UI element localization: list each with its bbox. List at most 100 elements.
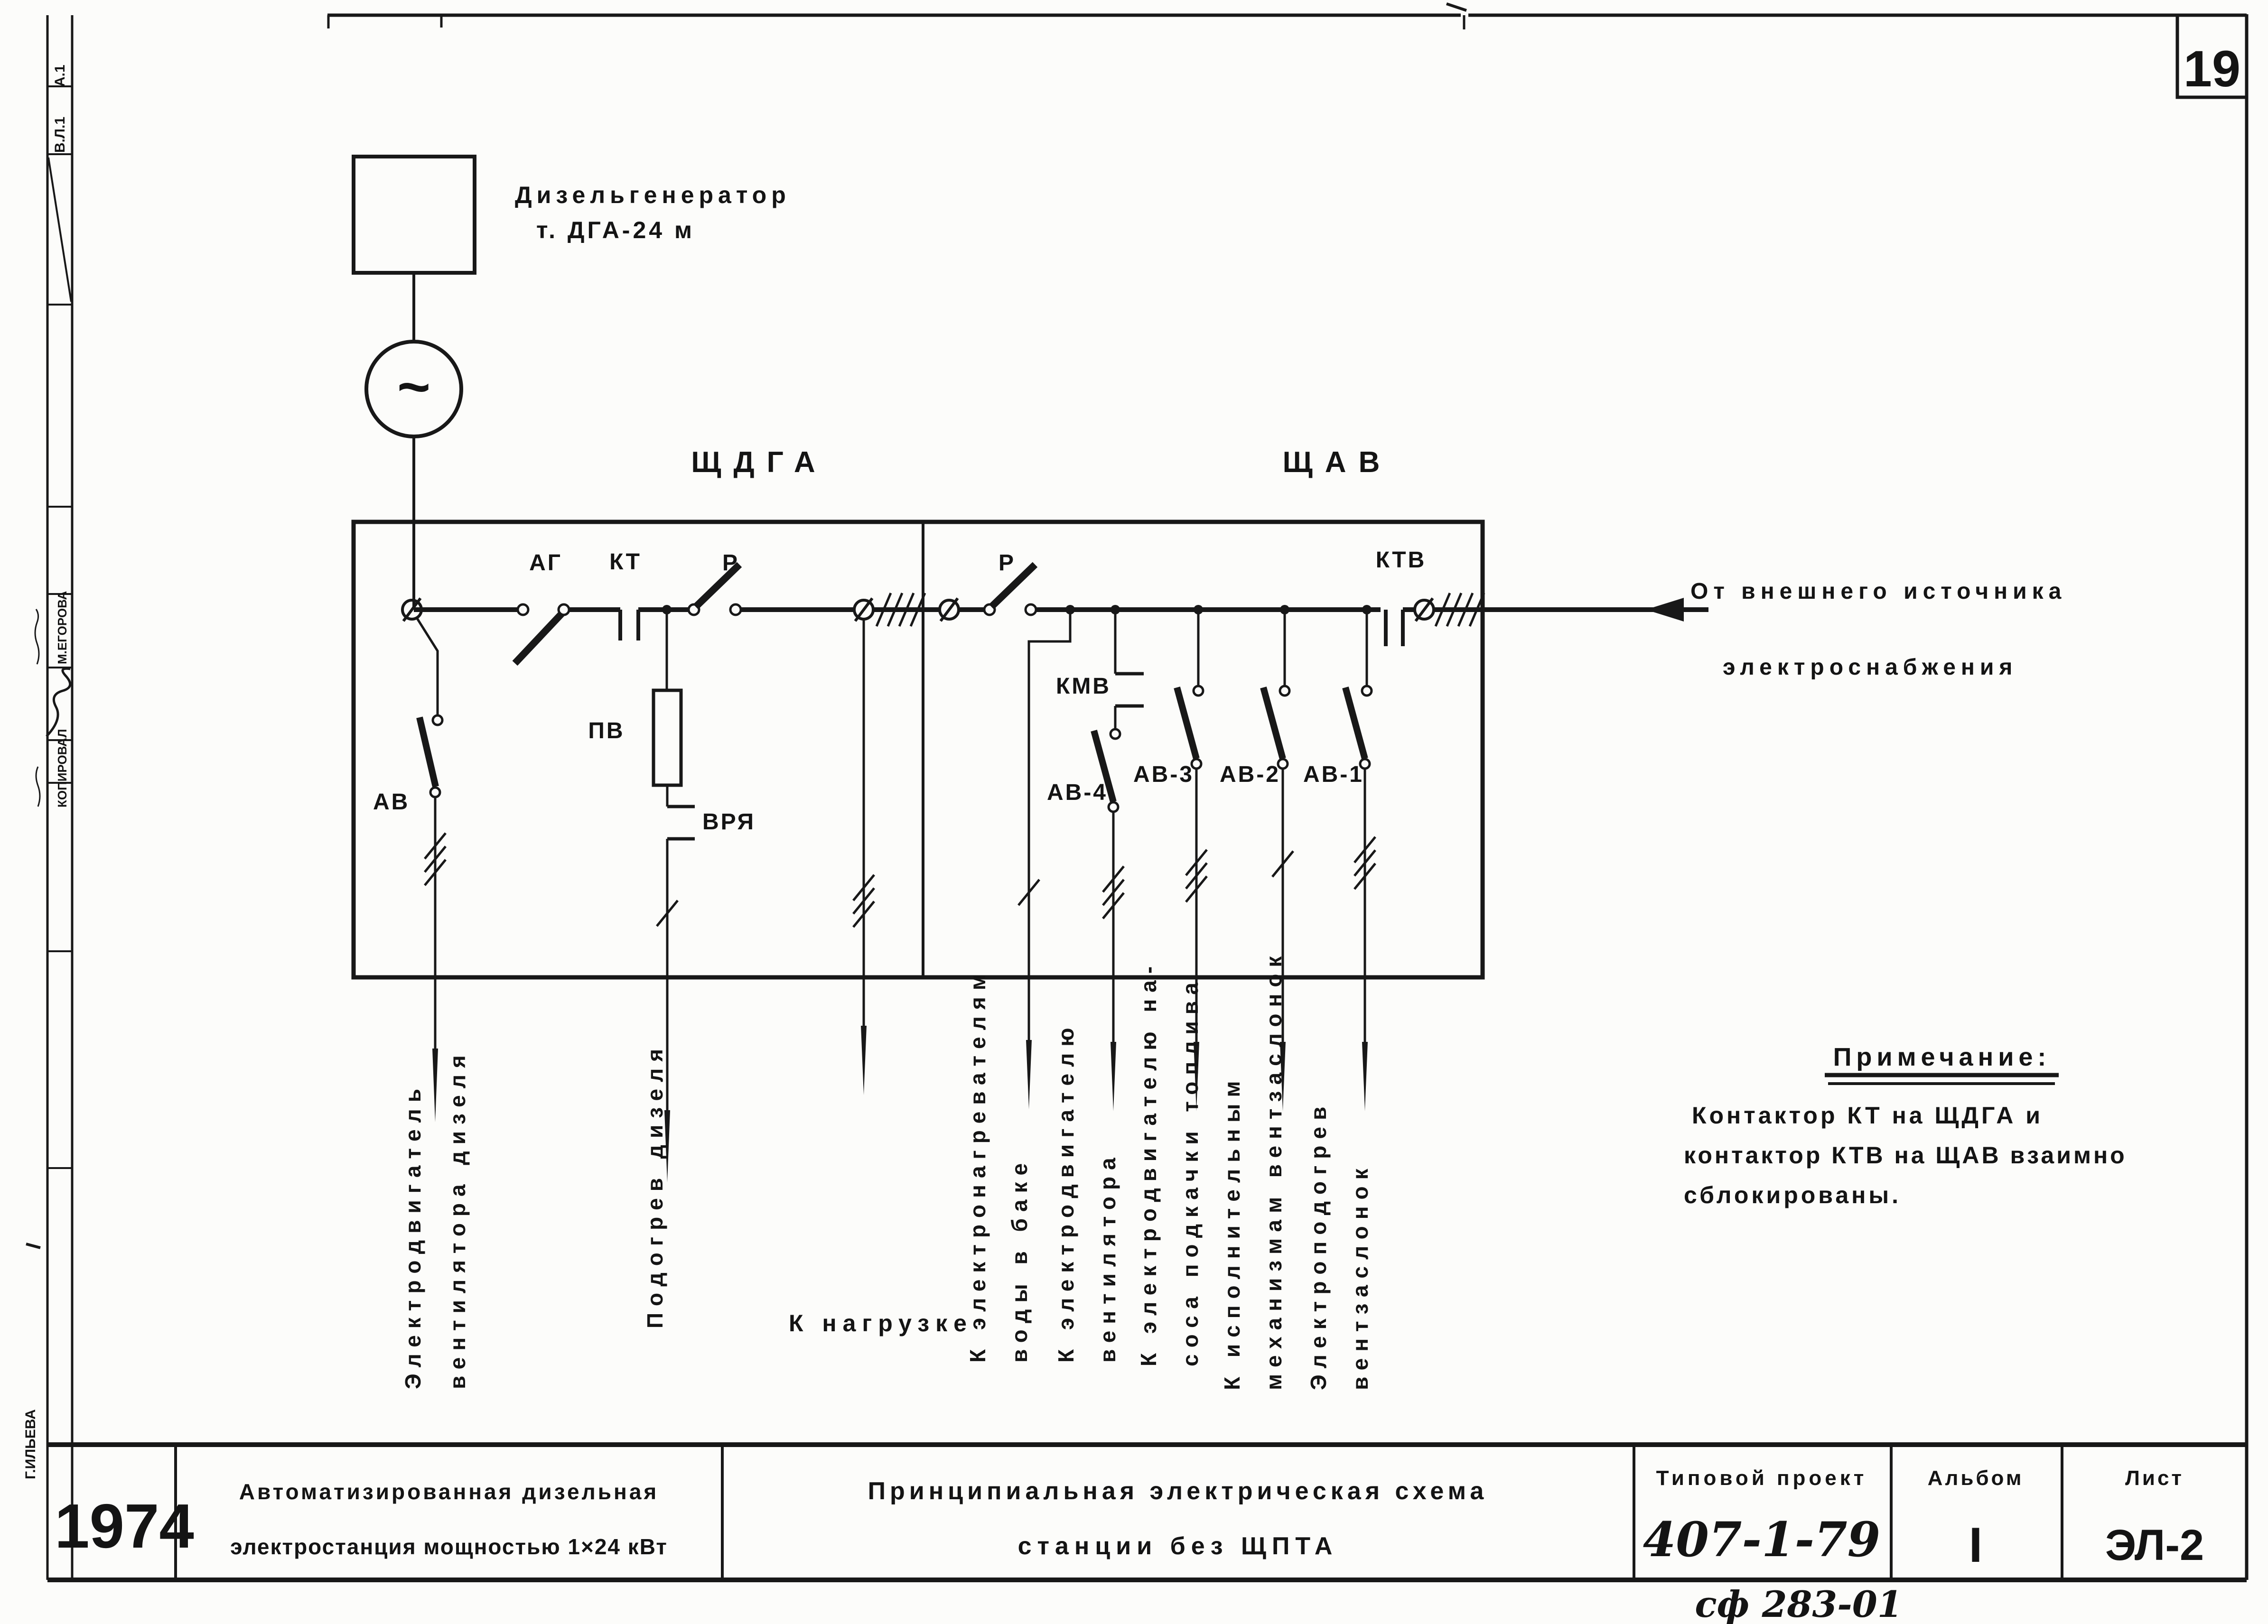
damper-heat-arrow-icon [1362, 1042, 1368, 1111]
output-fan-drive-line1: К электродвигателю [1054, 1021, 1078, 1363]
title-project-label: Типовой проект [1656, 1466, 1867, 1490]
av1-top-contact [1361, 685, 1373, 697]
actuators-slash [1271, 850, 1294, 878]
panel-shdga: АВ АГ КТ ПВ ВРЯ Р [373, 549, 875, 1182]
water-heaters-arrow-icon [1026, 1040, 1032, 1109]
pv-arrow-icon [664, 1110, 670, 1182]
label-kt: КТ [609, 549, 642, 575]
av-core-slashes [424, 832, 447, 886]
margin-stray-tick [26, 1243, 41, 1249]
cable-mark-left-icon [875, 593, 926, 627]
damper-heat-slashes [1353, 836, 1376, 890]
note-block: Примечание: Контактор КТ на ЩДГА и конта… [1684, 1043, 2127, 1208]
output-damper-heat-line1: Электроподогрев [1306, 1100, 1331, 1390]
title-project-number: 407-1-79 [1643, 1512, 1881, 1568]
switch-av-blade-icon [416, 716, 439, 788]
pv-core-slash [656, 900, 679, 927]
r-right-contact-b [1024, 603, 1037, 616]
fuse-pv-icon [652, 688, 683, 787]
title-block-dividers [174, 1445, 2063, 1580]
generator-ac-symbol: ~ [397, 355, 430, 418]
frame: 19 А.1 В.Л.1 М.ЕГОРОВА КОПИРОВАЛ Г.ИЛЬЕВ… [23, 2, 2249, 1580]
switch-av2-blade-icon [1260, 687, 1286, 760]
generator-label-line2: т. ДГА-24 м [536, 217, 695, 243]
external-source-arrow-icon [1646, 598, 1684, 622]
sheet-number: 19 [2184, 40, 2240, 97]
output-heating-label: Подогрев дизеля [643, 1042, 667, 1328]
title-album-value: I [1969, 1518, 1983, 1573]
margin-signature [46, 667, 71, 737]
av-arrow-icon [432, 1049, 438, 1122]
label-ag: АГ [529, 550, 562, 575]
output-labels: Электродвигатель вентилятора дизеля Подо… [401, 950, 1372, 1390]
switch-av4-blade-icon [1091, 730, 1117, 803]
av-branch-line [415, 617, 439, 715]
note-line3: сблокированы. [1684, 1182, 1901, 1208]
label-vrya: ВРЯ [702, 809, 756, 835]
label-av: АВ [373, 789, 410, 815]
fuel-pump-arrow-icon [1194, 1042, 1199, 1111]
stray-mark [1446, 2, 1467, 12]
title-sheet-title-line1: Принципиальная электрическая схема [868, 1477, 1488, 1505]
margin-copied-label: КОПИРОВАЛ [55, 729, 69, 807]
output-load-label: К нагрузке [789, 1310, 973, 1336]
title-sheet-title-line2: станции без ЩПТА [1018, 1532, 1338, 1560]
output-damper-heat-line2: вентзаслонок [1348, 1162, 1372, 1390]
margin-cell-dividers [47, 85, 72, 1169]
diesel-engine-box [352, 155, 476, 275]
panel-shav: Р КМВ АВ-4 АВ-3 АВ-2 [983, 548, 1424, 1111]
external-source-line1: От внешнего источника [1690, 579, 2066, 604]
load-arrow-icon [861, 1026, 867, 1095]
output-fan-drive-line2: вентилятора [1095, 1151, 1120, 1363]
title-desc-line1: Автоматизированная дизельная [239, 1479, 659, 1504]
fuel-pump-slashes [1185, 849, 1208, 903]
av4-top-contact [1109, 728, 1121, 740]
external-source-line2: электроснабжения [1723, 655, 2017, 680]
contactor-ktv-icon [1384, 610, 1405, 646]
title-sheet-value: ЭЛ-2 [2105, 1521, 2204, 1569]
margin-mark-top: А.1 [52, 65, 68, 87]
load-core-slashes [852, 874, 875, 928]
ag-right-contact [557, 603, 570, 616]
av2-top-contact [1279, 685, 1291, 697]
margin-copied-name: М.ЕГОРОВА [55, 591, 69, 664]
av4-bottom-contact [1107, 801, 1120, 813]
title-sheet-label: Лист [2125, 1466, 2184, 1490]
margin-micro-text [34, 609, 41, 807]
cable-mark-right-icon [1434, 593, 1485, 627]
output-actuators-line1: К исполнительным [1220, 1075, 1244, 1390]
water-heaters-slash [1017, 879, 1040, 906]
sheet-number-box [2175, 15, 2247, 99]
av-bottom-contact [429, 786, 441, 798]
label-av3: АВ-3 [1133, 762, 1194, 787]
terminal-icons [401, 597, 1435, 622]
output-fuel-pump-line2: соса подкачки топлива [1178, 976, 1203, 1366]
label-av4: АВ-4 [1047, 780, 1108, 805]
note-line2: контактор КТВ на ЩАВ взаимно [1684, 1142, 2127, 1169]
output-fan-motor-line2: вентилятора дизеля [445, 1049, 470, 1389]
switch-r-right-blade-icon [989, 562, 1038, 610]
switch-ag-blade-icon [512, 611, 565, 666]
label-av1: АВ-1 [1303, 762, 1364, 787]
output-water-heaters-line1: К электронагревателям [965, 967, 990, 1363]
margin-cell-cross [47, 157, 72, 302]
actuators-arrow-icon [1280, 1042, 1286, 1111]
output-fuel-pump-line1: К электродвигателю на- [1136, 960, 1161, 1366]
r-left-contact-b [729, 603, 742, 616]
footer-stamp-code: сф 283-01 [1695, 1583, 1902, 1624]
note-line1: Контактор КТ на ЩДГА и [1692, 1102, 2043, 1129]
title-desc-line2: электростанция мощностью 1×24 кВт [230, 1534, 668, 1559]
contact-vrya-icon [667, 805, 695, 841]
panel-left-title: ЩДГА [691, 446, 827, 479]
ag-left-contact [516, 603, 530, 616]
label-pv: ПВ [588, 718, 625, 743]
water-heaters-line [1027, 610, 1072, 1040]
generator-label-line1: Дизельгенератор [515, 182, 791, 208]
main-bus: От внешнего источника электроснабжения [401, 579, 2066, 680]
contactor-kt-icon [618, 610, 640, 640]
panels-box: ЩДГА ЩАВ [351, 446, 1485, 980]
output-fan-motor-line1: Электродвигатель [401, 1082, 425, 1389]
label-av2: АВ-2 [1220, 762, 1280, 787]
